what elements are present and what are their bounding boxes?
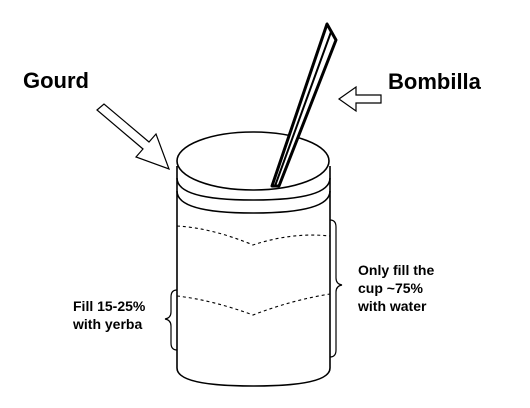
yerba-annotation-line-1: Fill 15-25% <box>73 298 146 314</box>
yerba-annotation: Fill 15-25% with yerba <box>73 297 145 333</box>
bombilla-label: Bombilla <box>388 69 481 94</box>
water-annotation-line-3: with water <box>358 298 427 314</box>
gourd-cup <box>176 131 331 387</box>
water-annotation: Only fill the cup ~75% with water <box>358 261 434 315</box>
gourd-label: Gourd <box>23 68 89 93</box>
cup-opening <box>176 131 330 191</box>
cup-bottom <box>176 367 331 387</box>
bombilla-arrow-icon <box>337 85 382 113</box>
gourd-arrow-icon <box>96 103 171 171</box>
yerba-annotation-line-2: with yerba <box>73 316 143 332</box>
water-annotation-line-2: cup ~75% <box>358 280 423 296</box>
water-bracket <box>329 219 343 358</box>
yerba-level-line <box>176 293 331 316</box>
bombilla-straw <box>270 22 338 188</box>
water-annotation-line-1: Only fill the <box>358 262 435 278</box>
water-level-line <box>176 225 331 246</box>
yerba-bracket <box>164 289 178 351</box>
rim-band-2 <box>176 190 331 214</box>
rim-band-1 <box>176 177 331 201</box>
